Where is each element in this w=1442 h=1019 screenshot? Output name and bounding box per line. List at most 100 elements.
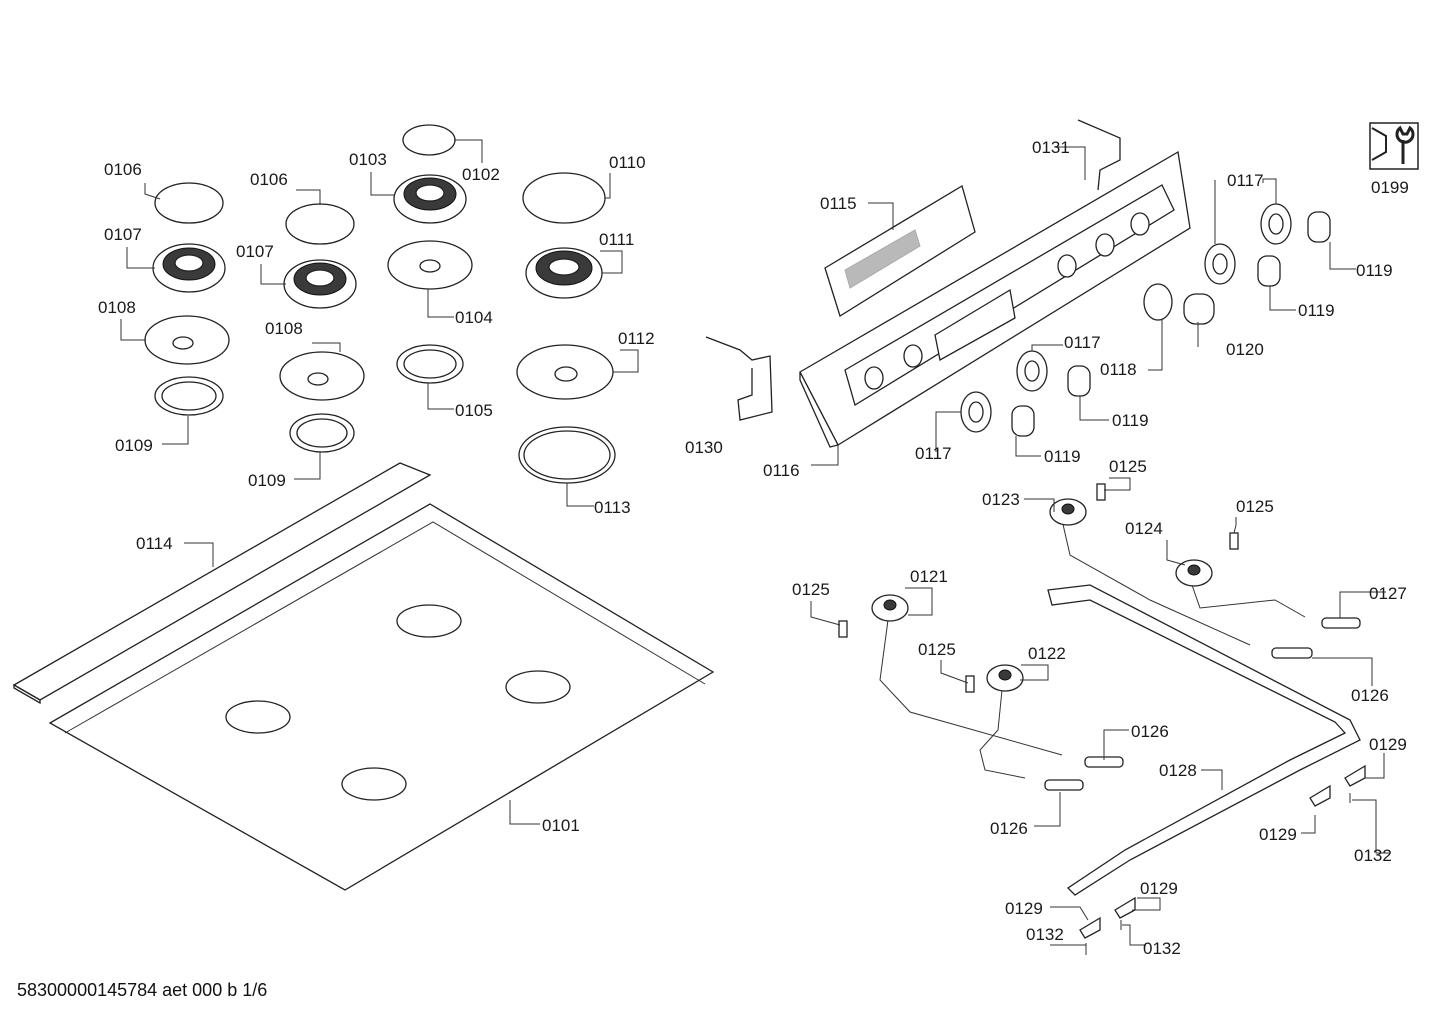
valve-0122 [986, 664, 1024, 692]
burner-plate-0108-left [144, 315, 230, 365]
burner-column-left [144, 182, 230, 416]
knob-0120 [1183, 293, 1215, 325]
valve-0123 [1049, 498, 1087, 526]
injectors-and-clips [838, 483, 1366, 954]
part-label-0122: 0122 [1028, 644, 1066, 663]
valve-0121 [871, 594, 909, 622]
part-label-0110: 0110 [609, 153, 646, 172]
bezel-0118 [1143, 283, 1173, 321]
knob-hole [1130, 212, 1150, 236]
part-label-0199: 0199 [1371, 178, 1409, 197]
pcb-0115 [824, 185, 976, 317]
part-label-0129: 0129 [1140, 879, 1178, 898]
burner-column-middle [279, 203, 365, 453]
knob-hole [1057, 254, 1077, 278]
part-label-0117: 0117 [915, 444, 952, 463]
part-label-0132: 0132 [1354, 846, 1392, 865]
part-label-0129: 0129 [1005, 899, 1043, 918]
part-label-0124: 0124 [1125, 519, 1163, 538]
burner-ring-0105 [396, 344, 464, 384]
footer-document-code: 58300000145784 aet 000 b 1/6 [17, 980, 268, 1000]
bracket-0131 [1077, 119, 1121, 191]
gas-valves [871, 498, 1213, 692]
part-label-0105: 0105 [455, 401, 493, 420]
burner-plate-0104 [387, 240, 473, 290]
trim-strip-0114 [12, 462, 432, 705]
part-label-0101: 0101 [542, 816, 580, 835]
cooktop-burner-hole [225, 700, 291, 734]
burner-cap-0106-middle [285, 203, 355, 245]
part-label-0113: 0113 [594, 498, 631, 517]
knob-hole [1095, 233, 1115, 257]
burner-ring-0113 [518, 426, 616, 484]
clip-0125 [965, 675, 975, 693]
burner-head-0107-left [152, 243, 226, 293]
part-label-0102: 0102 [462, 165, 500, 184]
cooktop-burner-hole [505, 670, 571, 704]
part-label-0126: 0126 [1131, 722, 1169, 741]
knob-0119 [1307, 211, 1331, 243]
cooktop-panel-0101 [48, 503, 715, 891]
part-label-0109: 0109 [115, 436, 153, 455]
part-label-0115: 0115 [820, 194, 857, 213]
leader-lines [120, 139, 1389, 955]
part-label-0125: 0125 [792, 580, 830, 599]
bracket-0129 [1309, 784, 1331, 807]
part-label-0126: 0126 [1351, 686, 1389, 705]
bracket-0129 [1344, 764, 1366, 787]
knob-0119 [1257, 255, 1281, 287]
clip-0125 [838, 620, 848, 638]
part-label-0118: 0118 [1100, 360, 1137, 379]
injector-0126 [1044, 779, 1084, 791]
part-label-0127: 0127 [1369, 584, 1407, 603]
part-label-0109: 0109 [248, 471, 286, 490]
part-label-0123: 0123 [982, 490, 1020, 509]
bracket-0130 [705, 336, 773, 421]
cooktop-burner-hole [396, 604, 462, 638]
part-label-0132: 0132 [1143, 939, 1181, 958]
part-labels: 0106 0107 0108 0109 0106 0107 0108 0109 … [98, 138, 1409, 958]
burner-plate-0108-middle [279, 351, 365, 401]
bracket-0129 [1114, 896, 1136, 919]
burner-ring-0109-middle [289, 413, 355, 453]
part-label-0104: 0104 [455, 308, 493, 327]
knob-hole [864, 366, 884, 390]
part-label-0117: 0117 [1064, 333, 1101, 352]
display-window [934, 288, 1016, 362]
part-label-0119: 0119 [1356, 261, 1393, 280]
burner-head-0103 [393, 174, 467, 224]
part-label-0114: 0114 [136, 534, 173, 553]
cooktop-burner-hole [341, 767, 407, 801]
part-label-0129: 0129 [1259, 825, 1297, 844]
part-label-0108: 0108 [265, 319, 303, 338]
part-label-0111: 0111 [599, 230, 634, 249]
part-label-0128: 0128 [1159, 761, 1197, 780]
part-label-0112: 0112 [618, 329, 655, 348]
part-label-0125: 0125 [1109, 457, 1147, 476]
knob-0119 [1067, 365, 1091, 397]
burner-cap-0110 [522, 172, 606, 224]
part-label-0130: 0130 [685, 438, 723, 457]
part-label-0117: 0117 [1227, 171, 1264, 190]
burner-column-center [387, 124, 473, 384]
injector-0127 [1321, 617, 1361, 629]
part-label-0116: 0116 [763, 461, 800, 480]
gas-manifold-0128 [1047, 584, 1361, 896]
part-label-0121: 0121 [910, 567, 948, 586]
burner-cap-0106-left [154, 182, 224, 224]
control-knobs [1011, 211, 1331, 437]
injector-0126 [1271, 647, 1313, 659]
part-label-0125: 0125 [1236, 497, 1274, 516]
bracket-0129 [1079, 916, 1101, 939]
part-label-0126: 0126 [990, 819, 1028, 838]
part-label-0103: 0103 [349, 150, 387, 169]
clip-0125 [1229, 532, 1239, 550]
part-label-0129: 0129 [1369, 735, 1407, 754]
part-label-0119: 0119 [1298, 301, 1335, 320]
part-label-0120: 0120 [1226, 340, 1264, 359]
burner-plate-0112 [516, 344, 614, 400]
burner-head-0107-middle [283, 259, 357, 309]
clip-0125 [1096, 483, 1106, 501]
part-label-0106: 0106 [250, 170, 288, 189]
